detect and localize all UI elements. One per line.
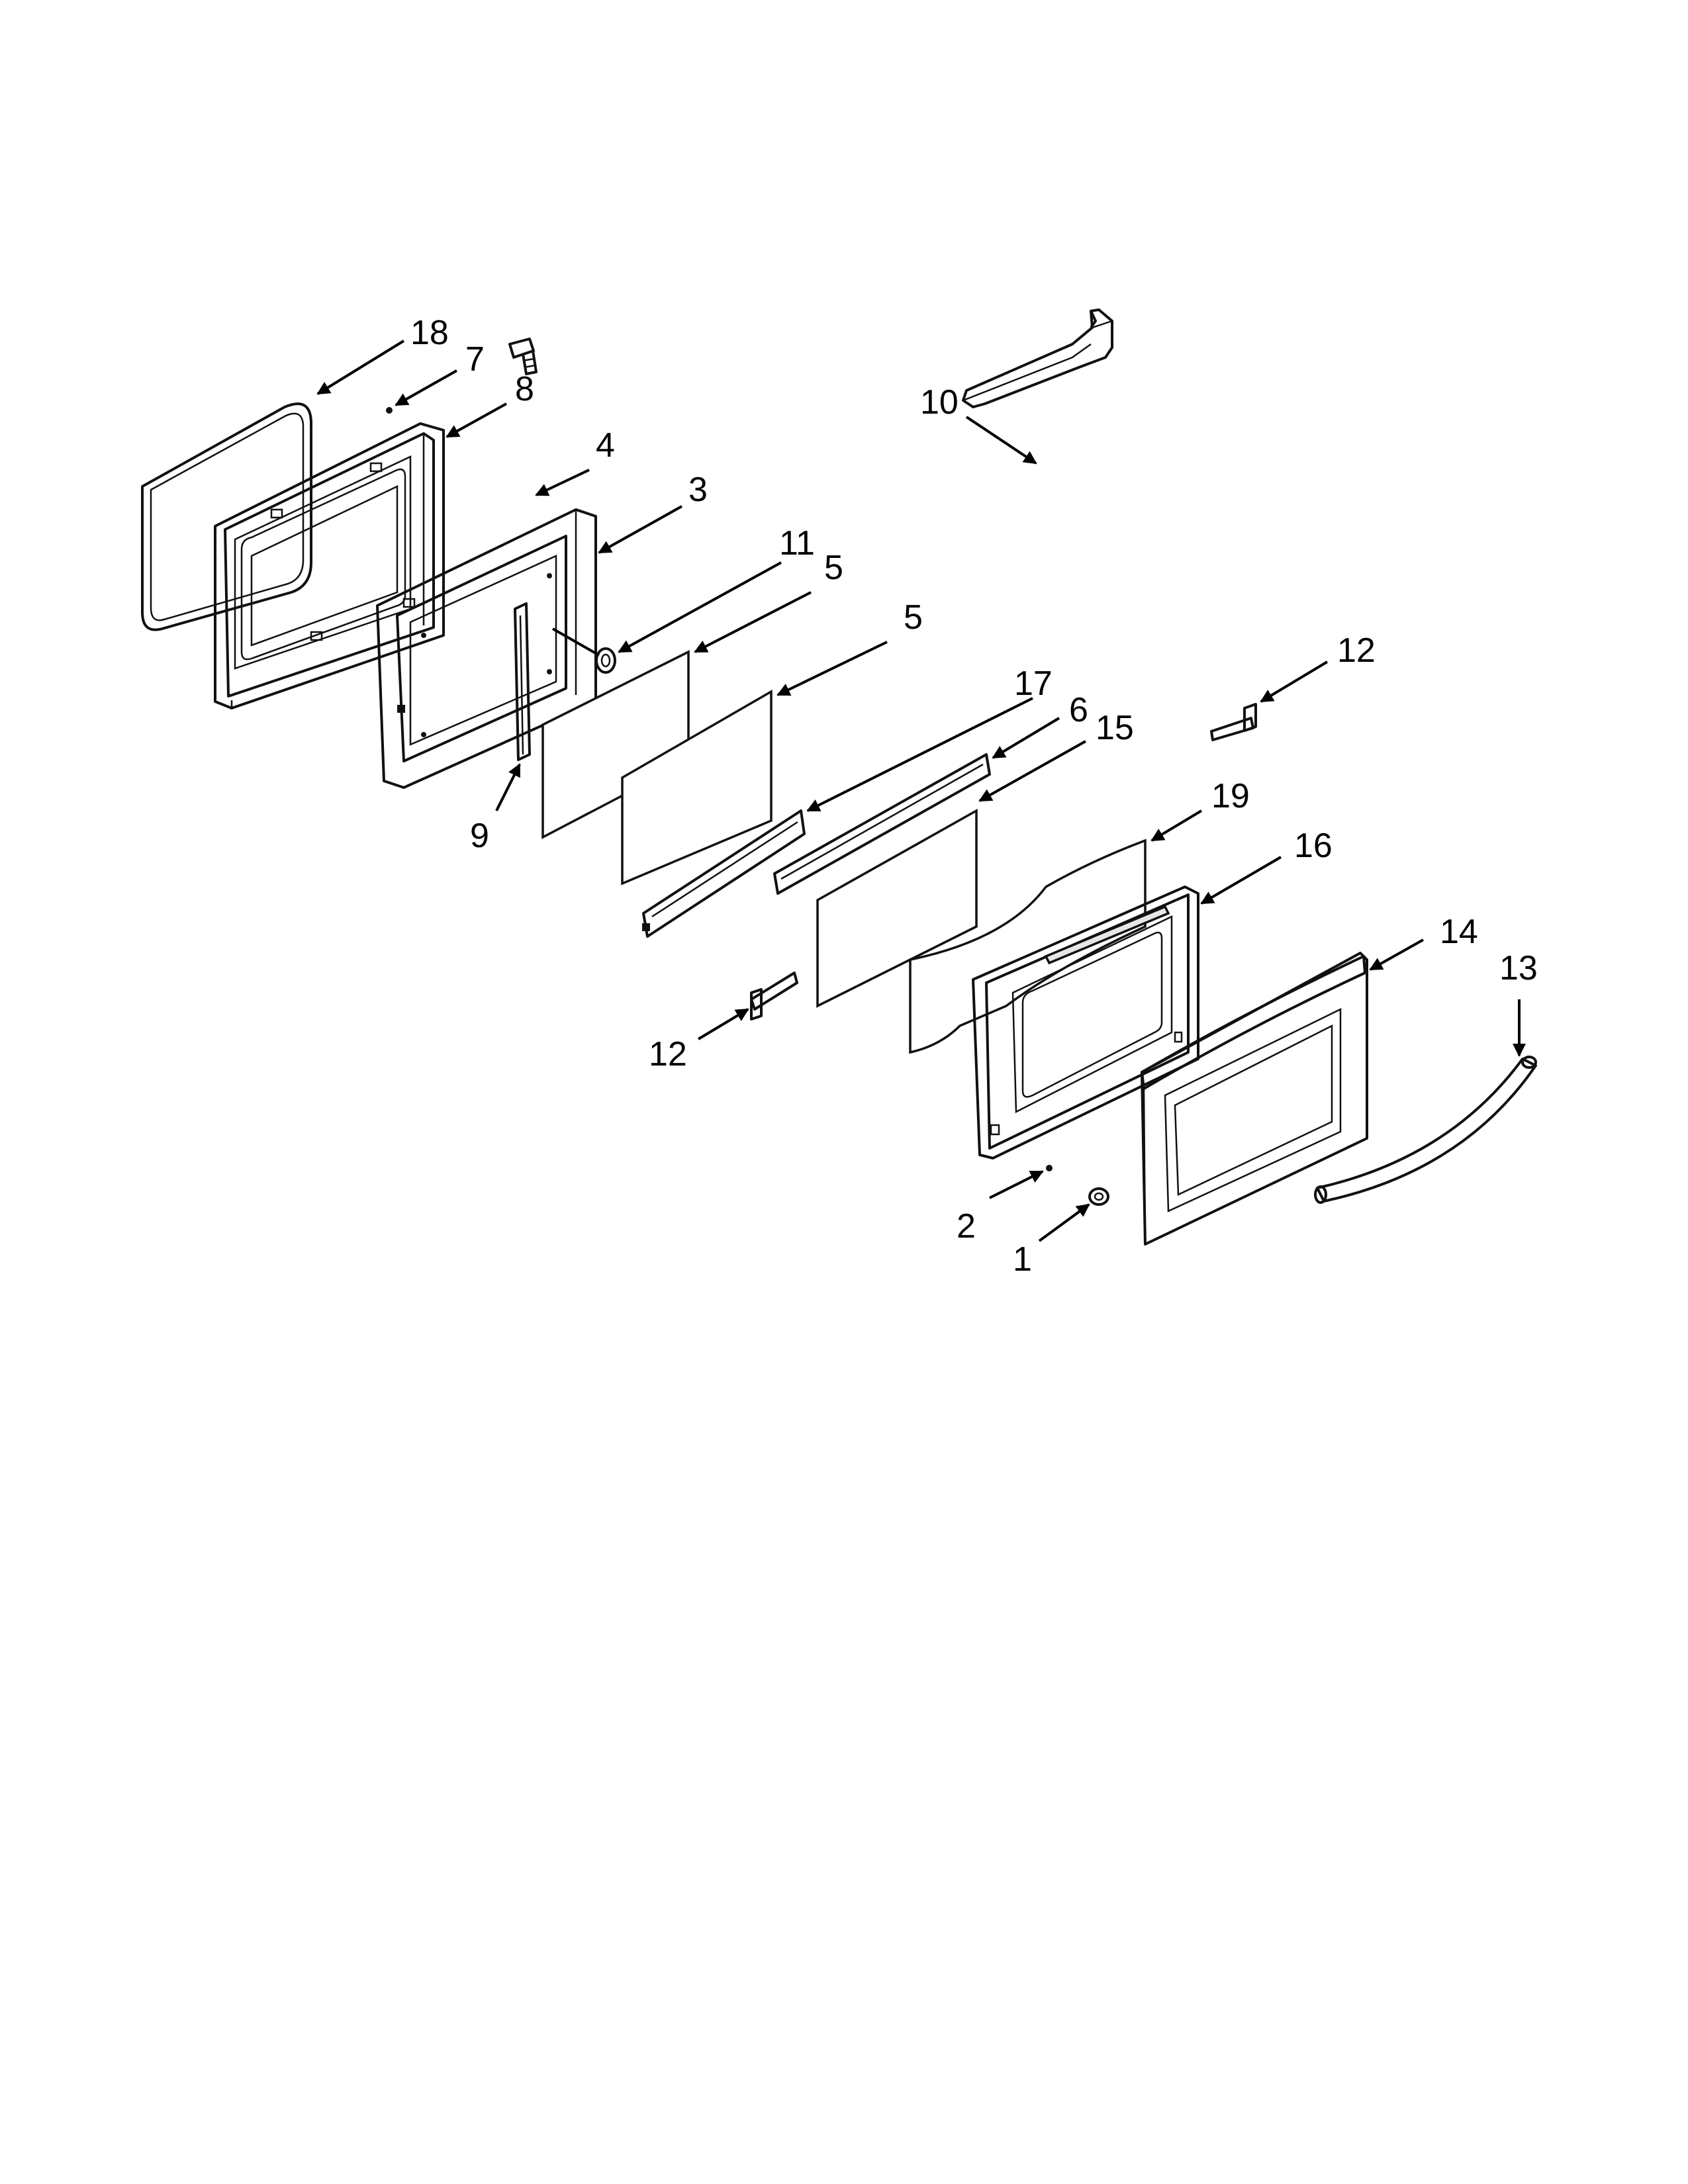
callout-1: 1 [1013, 1240, 1032, 1279]
part-11-fastener [552, 627, 616, 674]
part-12-clip-top [1210, 703, 1257, 741]
part-6-strip [773, 753, 991, 895]
callout-9: 9 [470, 817, 489, 855]
part-14-outer-door [1141, 952, 1368, 1246]
callout-5-a: 5 [824, 549, 843, 587]
part-16-door-frame [972, 886, 1199, 1160]
callout-12-bottom: 12 [649, 1035, 687, 1073]
part-7-screw [386, 407, 393, 414]
callout-2: 2 [957, 1207, 976, 1246]
callout-5-b: 5 [904, 598, 923, 637]
part-15-glass [816, 809, 978, 1008]
part-13-handle [1314, 1056, 1537, 1204]
callout-8: 8 [515, 370, 534, 408]
callout-16: 16 [1294, 827, 1333, 865]
part-4-screw [508, 338, 538, 375]
callout-3: 3 [688, 471, 708, 509]
callout-19: 19 [1211, 777, 1250, 815]
leader-lines [316, 340, 1526, 1242]
callout-12-top: 12 [1337, 631, 1376, 670]
callout-labels: 18 7 8 4 3 11 5 5 9 10 12 17 6 15 19 16 … [410, 314, 1538, 1279]
part-1-washer [1088, 1187, 1109, 1206]
callout-18: 18 [410, 314, 449, 352]
part-5-glass-front [621, 689, 773, 886]
callout-15: 15 [1096, 709, 1134, 747]
callout-6: 6 [1069, 691, 1088, 729]
part-9-rod [514, 602, 531, 761]
callout-17: 17 [1014, 664, 1053, 703]
callout-4: 4 [596, 426, 615, 465]
part-19-insulation [909, 839, 1147, 1054]
callout-10: 10 [920, 383, 959, 422]
part-10-bracket [962, 308, 1113, 408]
part-8-inner-door [214, 422, 445, 709]
callout-14: 14 [1440, 913, 1478, 951]
part-17-strip [642, 809, 806, 938]
callout-7: 7 [465, 340, 485, 379]
part-18-gasket [141, 402, 312, 631]
part-2-screw [1046, 1165, 1053, 1171]
part-12-clip-bottom [750, 972, 798, 1021]
callout-11: 11 [779, 524, 815, 563]
callout-13: 13 [1499, 949, 1538, 987]
